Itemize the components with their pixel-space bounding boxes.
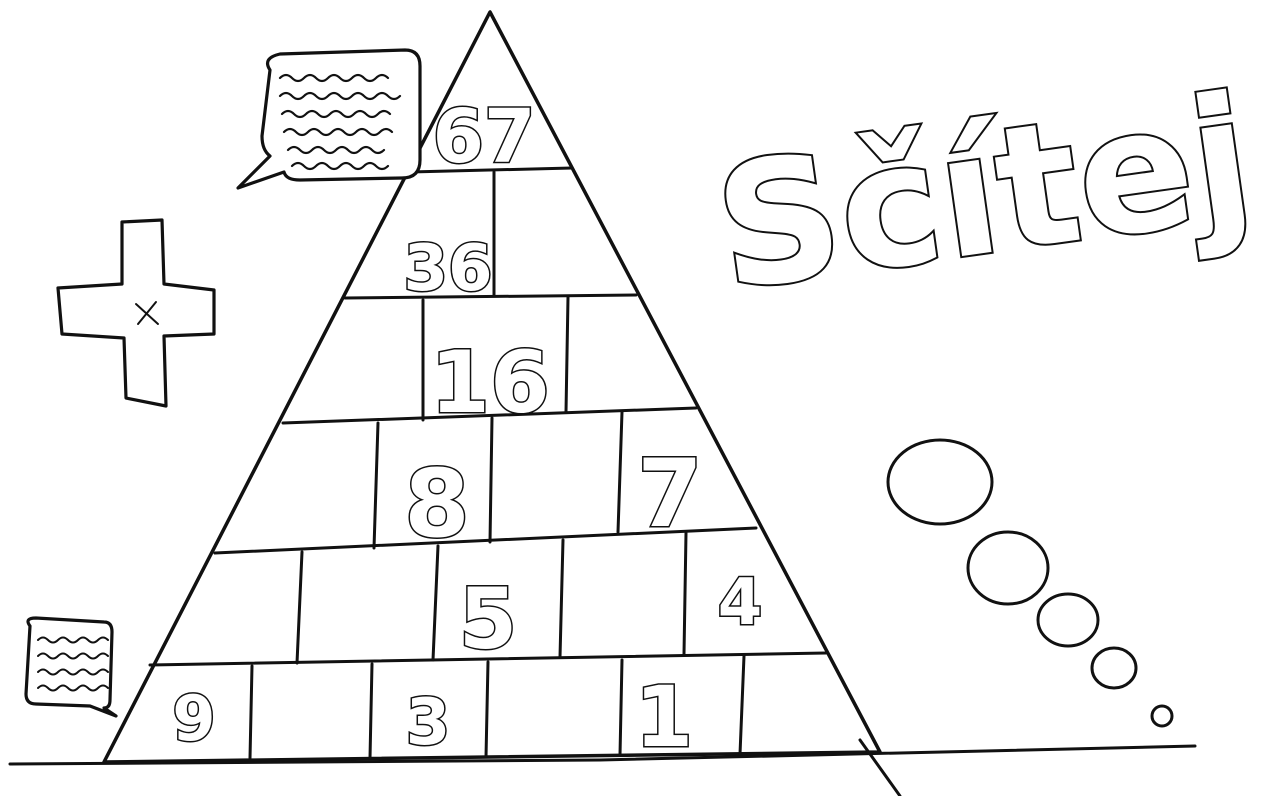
cell-divider	[740, 656, 744, 754]
cell-divider	[250, 666, 252, 758]
cell-divider	[620, 660, 622, 755]
speech-bubble-icon	[26, 618, 116, 716]
plus-sign-icon	[58, 220, 214, 406]
cell-divider	[433, 546, 438, 660]
cell-divider	[618, 412, 622, 532]
speech-bubble-icon	[238, 50, 420, 188]
cell-divider	[560, 540, 563, 657]
title-lettering: Sčítej	[705, 59, 1264, 330]
cell-divider	[486, 662, 488, 757]
cell-divider	[297, 552, 302, 663]
pyramid-cell-value: 5	[459, 570, 517, 668]
cell-divider	[684, 533, 686, 654]
pyramid-cell-value: 4	[718, 566, 763, 640]
pyramid-cell-value: 1	[635, 668, 693, 766]
cell-divider	[490, 418, 492, 542]
cell-divider	[566, 297, 568, 412]
pyramid-cell-value: 3	[406, 686, 451, 760]
pyramid-cell-value: 9	[172, 682, 215, 755]
pyramid-cell-value: 7	[637, 440, 702, 549]
pyramid-cell-value: 16	[430, 333, 550, 433]
title: Sčítej	[705, 59, 1264, 330]
pyramid-cell-value: 67	[433, 94, 536, 180]
thought-bubbles-icon	[888, 440, 1172, 726]
pyramid-cell-value: 36	[403, 232, 492, 306]
cell-divider	[374, 423, 378, 548]
pyramid-cell-value: 8	[404, 450, 469, 559]
cell-divider	[370, 664, 372, 758]
